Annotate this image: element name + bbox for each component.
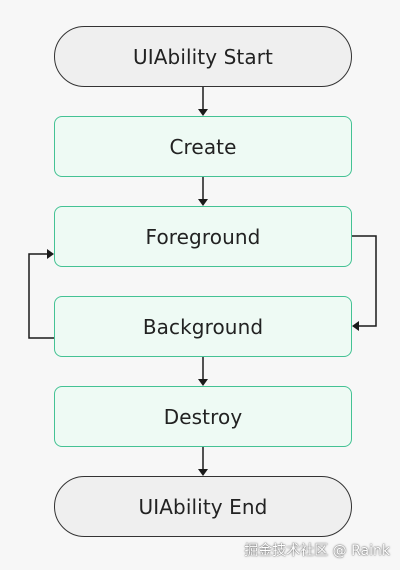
node-uiability-start: UIAbility Start xyxy=(54,26,352,87)
node-label: Destroy xyxy=(163,404,243,429)
node-label: UIAbility Start xyxy=(133,44,273,69)
node-label: UIAbility End xyxy=(138,494,268,519)
arrowhead-down-icon xyxy=(198,109,208,116)
arrow-background-to-foreground xyxy=(28,253,54,339)
arrow-foreground-to-background xyxy=(352,235,377,327)
arrowhead-left-icon xyxy=(352,321,359,331)
arrowhead-down-icon xyxy=(198,379,208,386)
arrowhead-down-icon xyxy=(198,199,208,206)
node-foreground: Foreground xyxy=(54,206,352,267)
node-label: Background xyxy=(142,314,264,339)
node-create: Create xyxy=(54,116,352,177)
node-destroy: Destroy xyxy=(54,386,352,447)
node-label: Create xyxy=(169,134,237,159)
arrowhead-down-icon xyxy=(198,469,208,476)
arrowhead-right-icon xyxy=(47,249,54,259)
node-uiability-end: UIAbility End xyxy=(54,476,352,537)
node-background: Background xyxy=(54,296,352,357)
node-label: Foreground xyxy=(145,224,261,249)
watermark: 掘金技术社区 @ Raink xyxy=(244,543,390,559)
